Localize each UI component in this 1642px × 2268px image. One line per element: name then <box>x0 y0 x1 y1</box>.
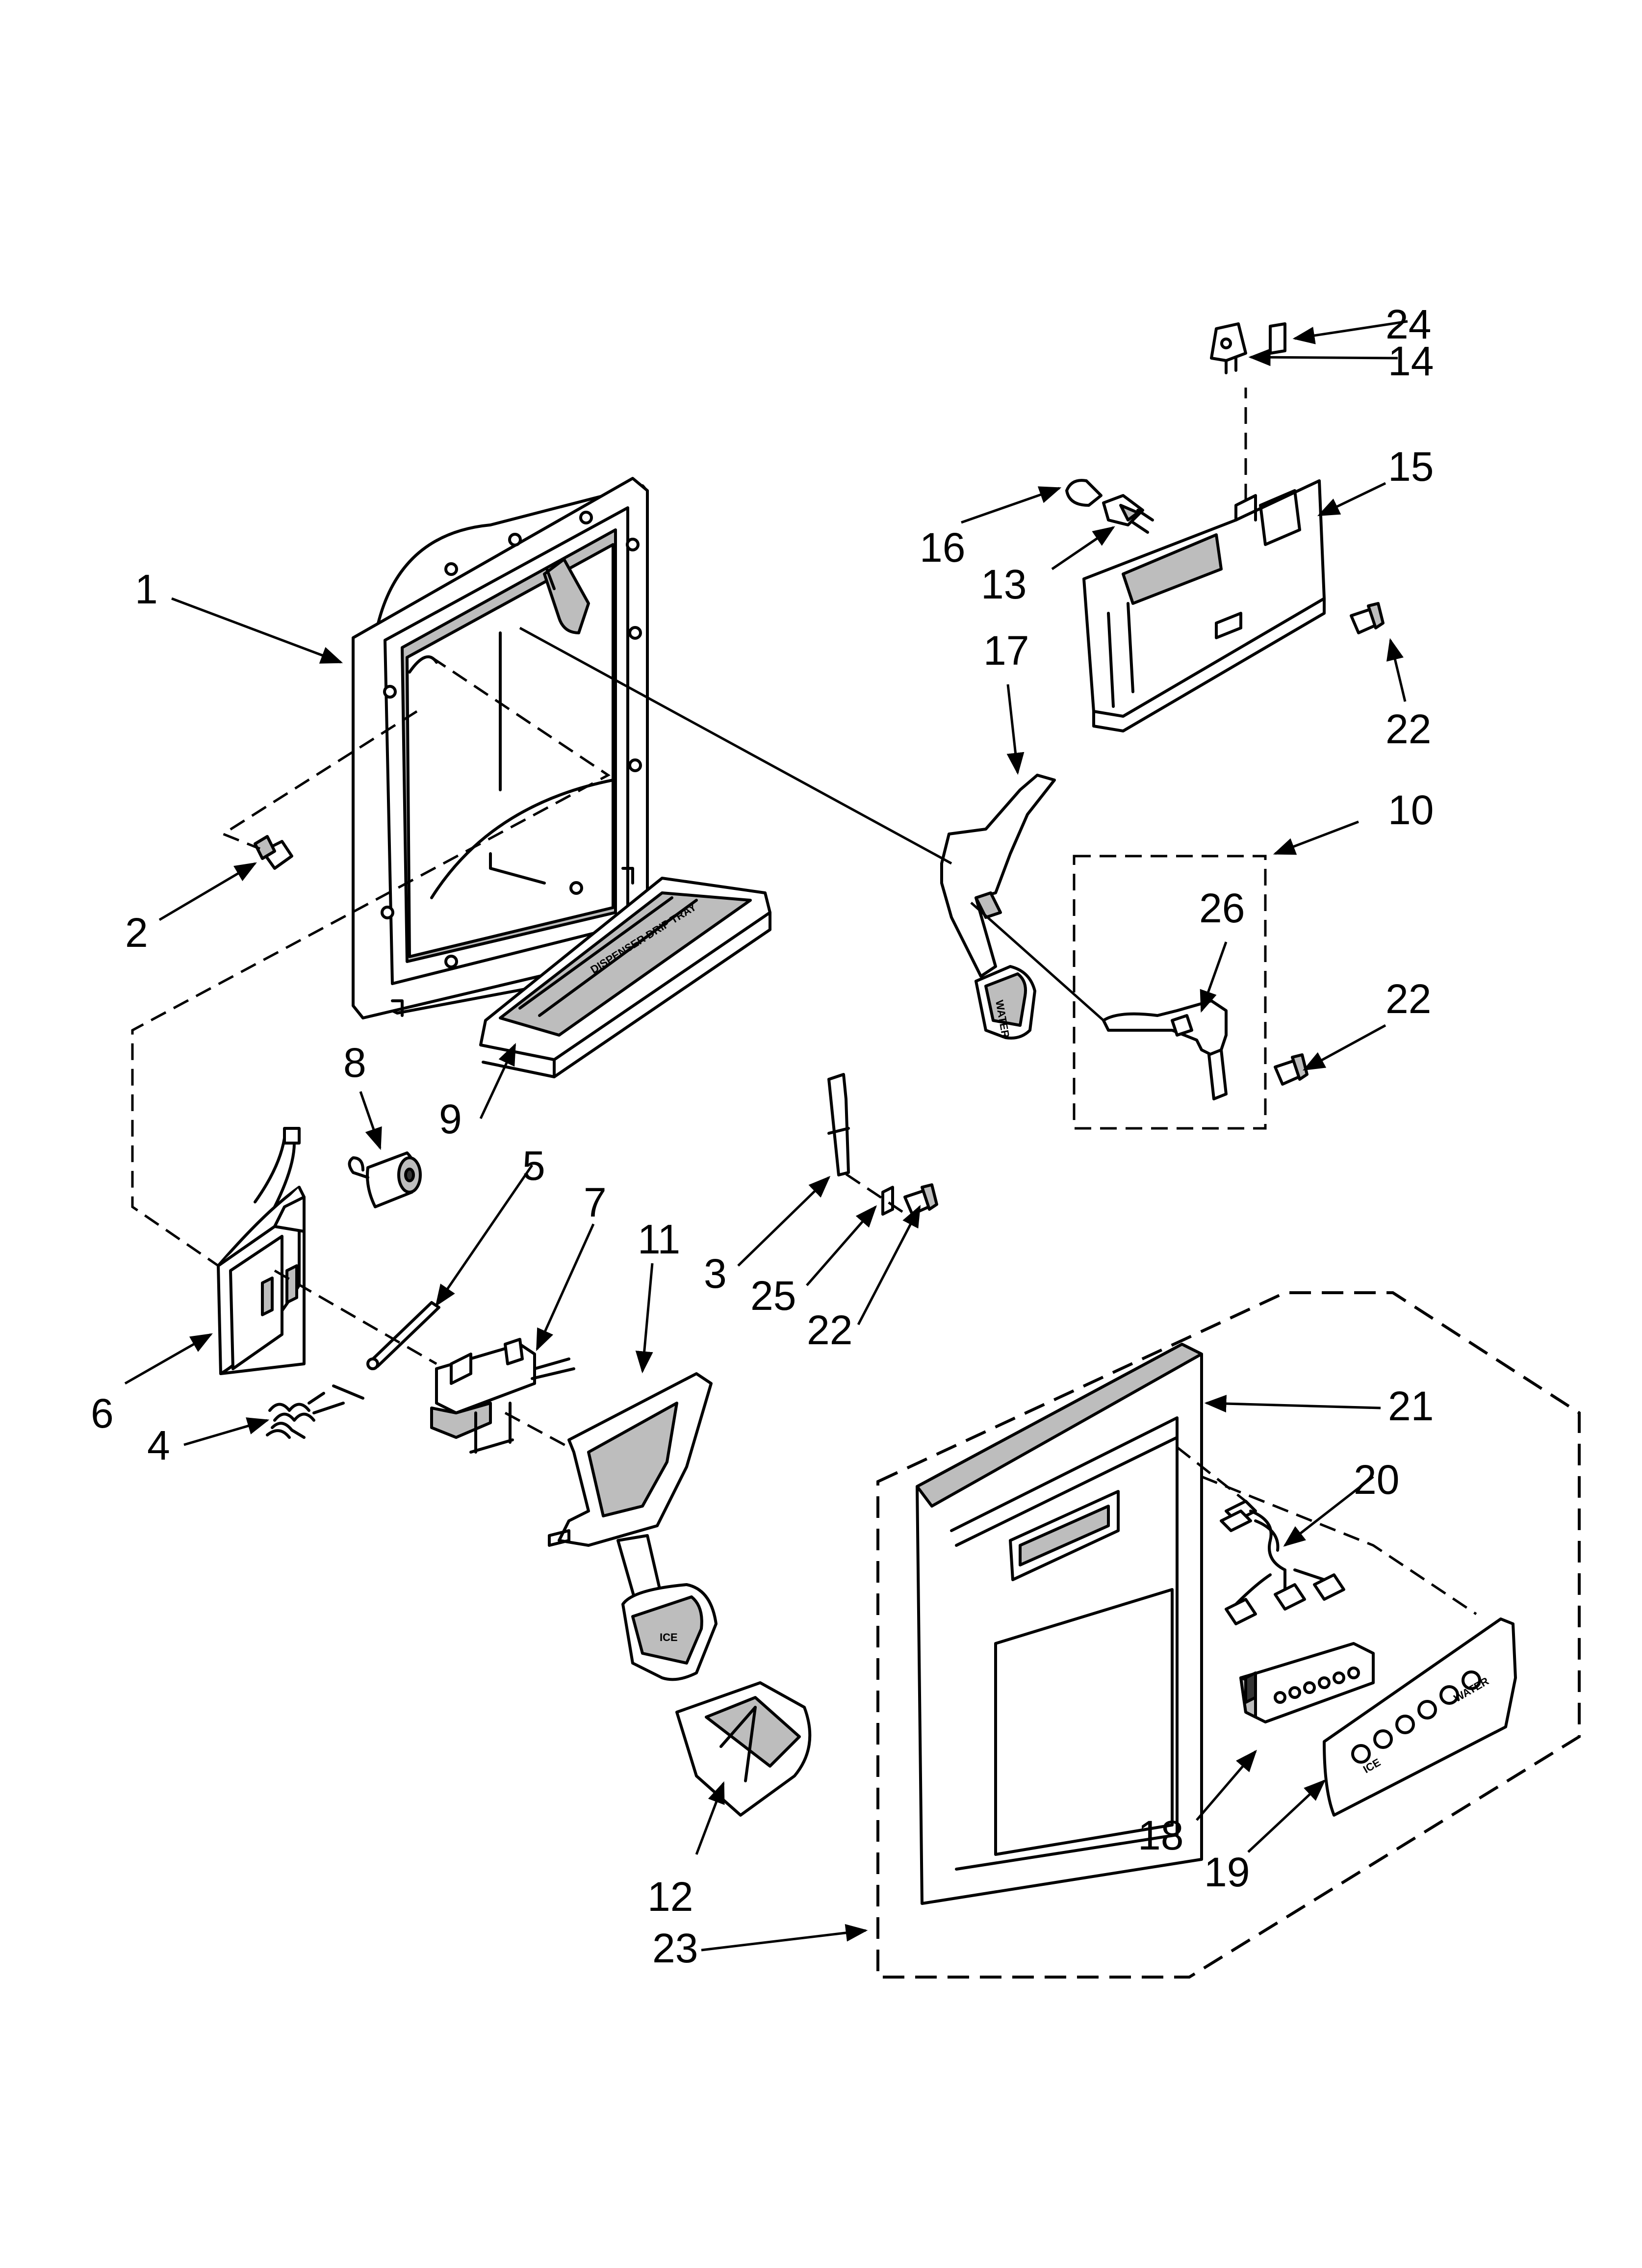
callout-14: 14 <box>1388 338 1434 384</box>
callout-11: 11 <box>638 1216 680 1262</box>
part-22-screw-b <box>1274 1053 1308 1086</box>
leader-arrows <box>124 320 1408 1952</box>
callout-21: 21 <box>1388 1383 1434 1429</box>
callout-20: 20 <box>1354 1457 1399 1503</box>
part-21-front-panel <box>916 1343 1203 1905</box>
assembly-23-outline <box>876 1291 1581 1979</box>
callout-13: 13 <box>981 561 1026 607</box>
callout-6: 6 <box>91 1390 114 1436</box>
callout-16: 16 <box>920 524 965 571</box>
callout-17: 17 <box>983 627 1029 674</box>
part-26-lever <box>1102 999 1228 1100</box>
part-22-screw-c <box>903 1183 938 1216</box>
part-14-switch <box>1210 322 1247 374</box>
part-15-housing <box>1082 479 1326 732</box>
part-11-ice-paddle: ICE <box>548 1372 718 1681</box>
callout-9: 9 <box>439 1096 462 1142</box>
callout-18: 18 <box>1138 1812 1183 1858</box>
callout-8: 8 <box>343 1040 366 1086</box>
part-1-housing <box>352 477 649 1019</box>
callout-25: 25 <box>750 1273 796 1319</box>
callout-3: 3 <box>704 1251 727 1297</box>
part-13-socket <box>1102 494 1154 534</box>
callout-22-c: 22 <box>807 1307 852 1353</box>
part-16-bulb <box>1065 479 1103 507</box>
callout-4: 4 <box>147 1422 170 1468</box>
part-8-motor <box>348 1151 422 1208</box>
alignment-lines <box>131 388 1477 1616</box>
part-12-chute <box>675 1681 812 1817</box>
callout-22-b: 22 <box>1385 976 1431 1022</box>
part-5-pin <box>366 1301 440 1370</box>
part-25-spacer <box>881 1186 894 1216</box>
callout-19: 19 <box>1204 1849 1250 1895</box>
callout-7: 7 <box>584 1179 607 1225</box>
callout-12: 12 <box>647 1874 693 1920</box>
callout-15: 15 <box>1388 443 1434 490</box>
callout-22-a: 22 <box>1385 706 1431 752</box>
callout-labels: 1 2 3 4 5 6 7 8 9 10 11 12 13 14 15 16 1… <box>91 301 1434 1971</box>
callout-5: 5 <box>522 1143 545 1189</box>
callout-26: 26 <box>1199 885 1245 931</box>
assembly-10-box <box>1073 855 1267 1130</box>
callout-1: 1 <box>135 566 158 612</box>
part-24-plate <box>1269 322 1286 355</box>
part-4-springs <box>266 1384 364 1439</box>
part-7-actuator <box>430 1338 575 1454</box>
part-17-water-paddle: WATER <box>940 774 1056 1040</box>
callout-24: 24 <box>1385 301 1431 347</box>
part-22-screw-a <box>1350 602 1385 634</box>
part-19-overlay: ICE WATER <box>1323 1617 1517 1817</box>
callout-2: 2 <box>125 910 148 956</box>
part-2-screw <box>254 835 293 870</box>
part-18-control-board <box>1239 1642 1375 1723</box>
callout-23: 23 <box>652 1925 698 1971</box>
callout-10: 10 <box>1388 787 1434 833</box>
part-3-flapper <box>827 1073 850 1176</box>
ice-pad-text: ICE <box>660 1631 678 1643</box>
part-20-harness <box>1220 1500 1345 1625</box>
part-6-ice-door-motor <box>217 1127 306 1375</box>
